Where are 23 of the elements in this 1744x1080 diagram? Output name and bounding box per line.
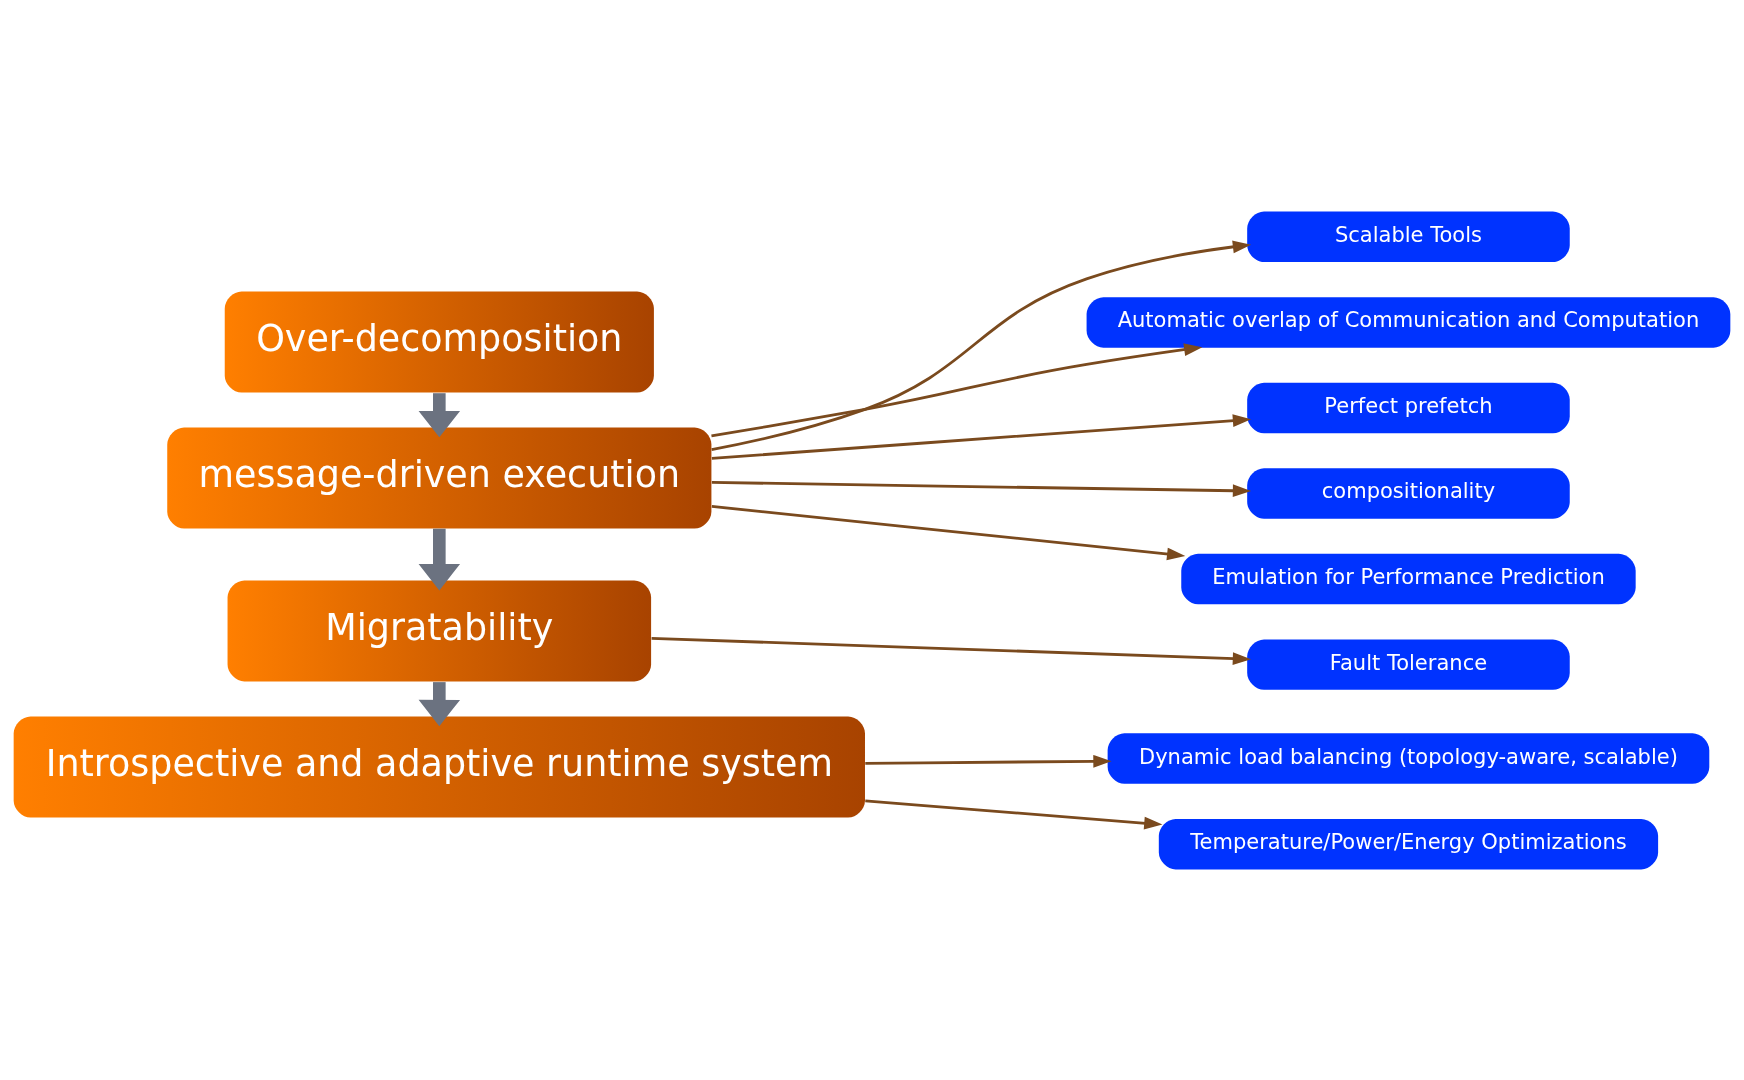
node-box: Automatic overlap of Communication and Computation	[1086, 296, 1731, 348]
arrow	[418, 681, 461, 726]
node-box: compositionality	[1247, 467, 1570, 519]
arrow	[711, 342, 1203, 437]
arrow	[711, 413, 1252, 460]
node-box: Fault Tolerance	[1247, 638, 1570, 690]
node-box: Emulation for Performance Prediction	[1181, 553, 1636, 604]
node-box: Scalable Tools	[1247, 211, 1570, 262]
arrow	[865, 799, 1163, 830]
arrow	[651, 636, 1252, 665]
arrow	[865, 754, 1112, 768]
arrow	[418, 392, 461, 437]
arrow	[711, 480, 1252, 497]
node-box: Dynamic load balancing (topology-aware, scalable)	[1107, 732, 1710, 784]
node-box: message-driven execution	[167, 427, 712, 529]
node-box: Temperature/Power/Energy Optimizations	[1158, 818, 1659, 869]
arrow	[711, 504, 1186, 560]
arrow	[418, 528, 461, 590]
node-box: Introspective and adaptive runtime system	[13, 716, 865, 817]
node-box: Over-decomposition	[224, 291, 654, 393]
node-box: Perfect prefetch	[1247, 382, 1570, 433]
arrow	[711, 240, 1252, 451]
node-box: Migratability	[227, 579, 652, 681]
